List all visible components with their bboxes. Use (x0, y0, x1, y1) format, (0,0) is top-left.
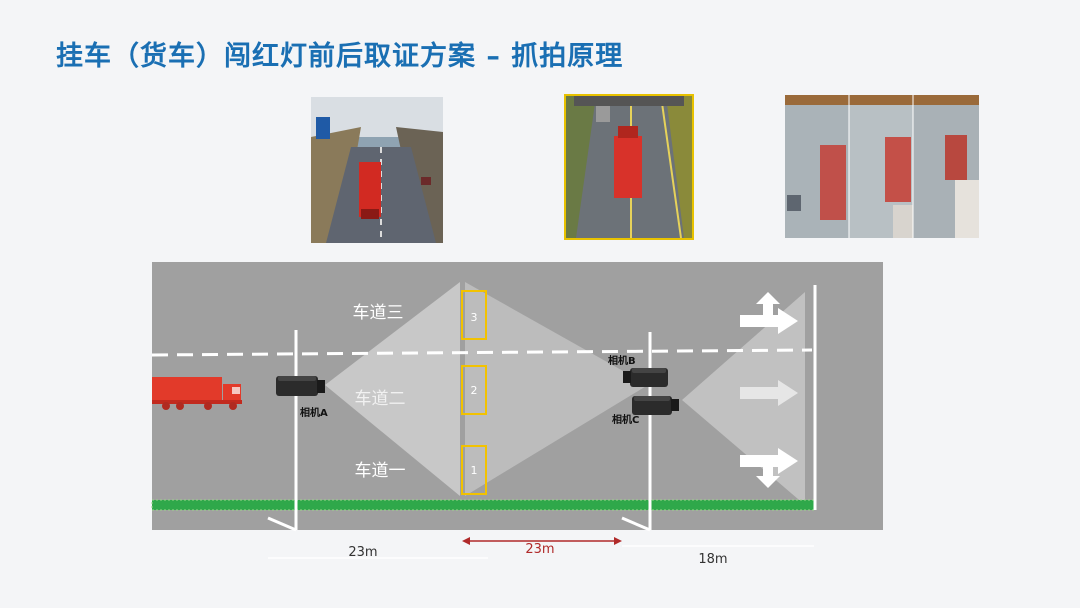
camera-a-cone (325, 282, 460, 496)
lane-label-1: 车道一 (355, 461, 406, 481)
evidence-photo-3 (785, 95, 979, 238)
lane-box-3-label: 3 (471, 311, 478, 324)
grass-strip (152, 500, 816, 510)
camera-a-icon (276, 376, 325, 396)
straight-right-arrow-icon (740, 292, 798, 334)
camera-a-label: 相机A (300, 406, 328, 419)
lane-label-3: 车道三 (353, 303, 404, 323)
straight-left-arrow-icon (740, 448, 798, 488)
truck-icon (152, 377, 242, 410)
distance-label-2: 23m (525, 542, 554, 557)
evidence-photo-1 (311, 97, 443, 243)
lane-box-1-label: 1 (471, 464, 478, 477)
lane-box-3 (461, 290, 487, 340)
evidence-photo-2 (564, 94, 694, 240)
page-title: 挂车（货车）闯红灯前后取证方案 – 抓拍原理 (56, 41, 624, 72)
distance-label-3: 18m (698, 552, 727, 567)
camera-c-label: 相机C (612, 413, 639, 426)
straight-arrow-icon (740, 380, 798, 406)
camera-b-icon (623, 368, 668, 387)
camera-c-icon (632, 396, 679, 415)
distance-label-1: 23m (348, 545, 377, 560)
lane-box-2 (461, 365, 487, 415)
lane-divider (151, 348, 813, 357)
camera-bc-cone (465, 282, 648, 496)
lane-box-2-label: 2 (471, 384, 478, 397)
lane-label-2: 车道二 (355, 389, 406, 409)
camera-b-label: 相机B (608, 354, 636, 367)
lane-box-1 (461, 445, 487, 495)
